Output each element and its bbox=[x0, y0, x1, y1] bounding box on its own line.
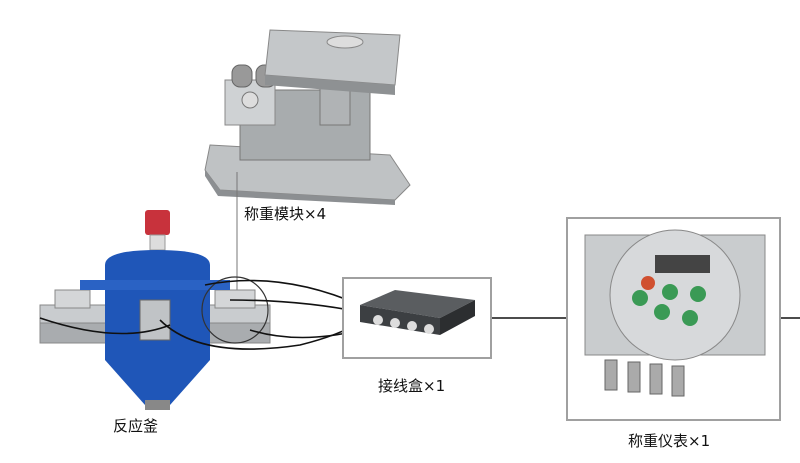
junction-box-image bbox=[360, 290, 475, 335]
reactor-label: 反应釜 bbox=[113, 417, 159, 435]
junction-box-label: 接线盒×1 bbox=[378, 377, 446, 395]
weighing-module-label: 称重模块×4 bbox=[244, 205, 327, 223]
indicator-image bbox=[584, 229, 766, 397]
module-highlight-circle bbox=[201, 276, 269, 344]
indicator-label: 称重仪表×1 bbox=[628, 432, 711, 450]
reactor-image bbox=[39, 210, 271, 410]
weighing-module-image bbox=[204, 29, 411, 205]
